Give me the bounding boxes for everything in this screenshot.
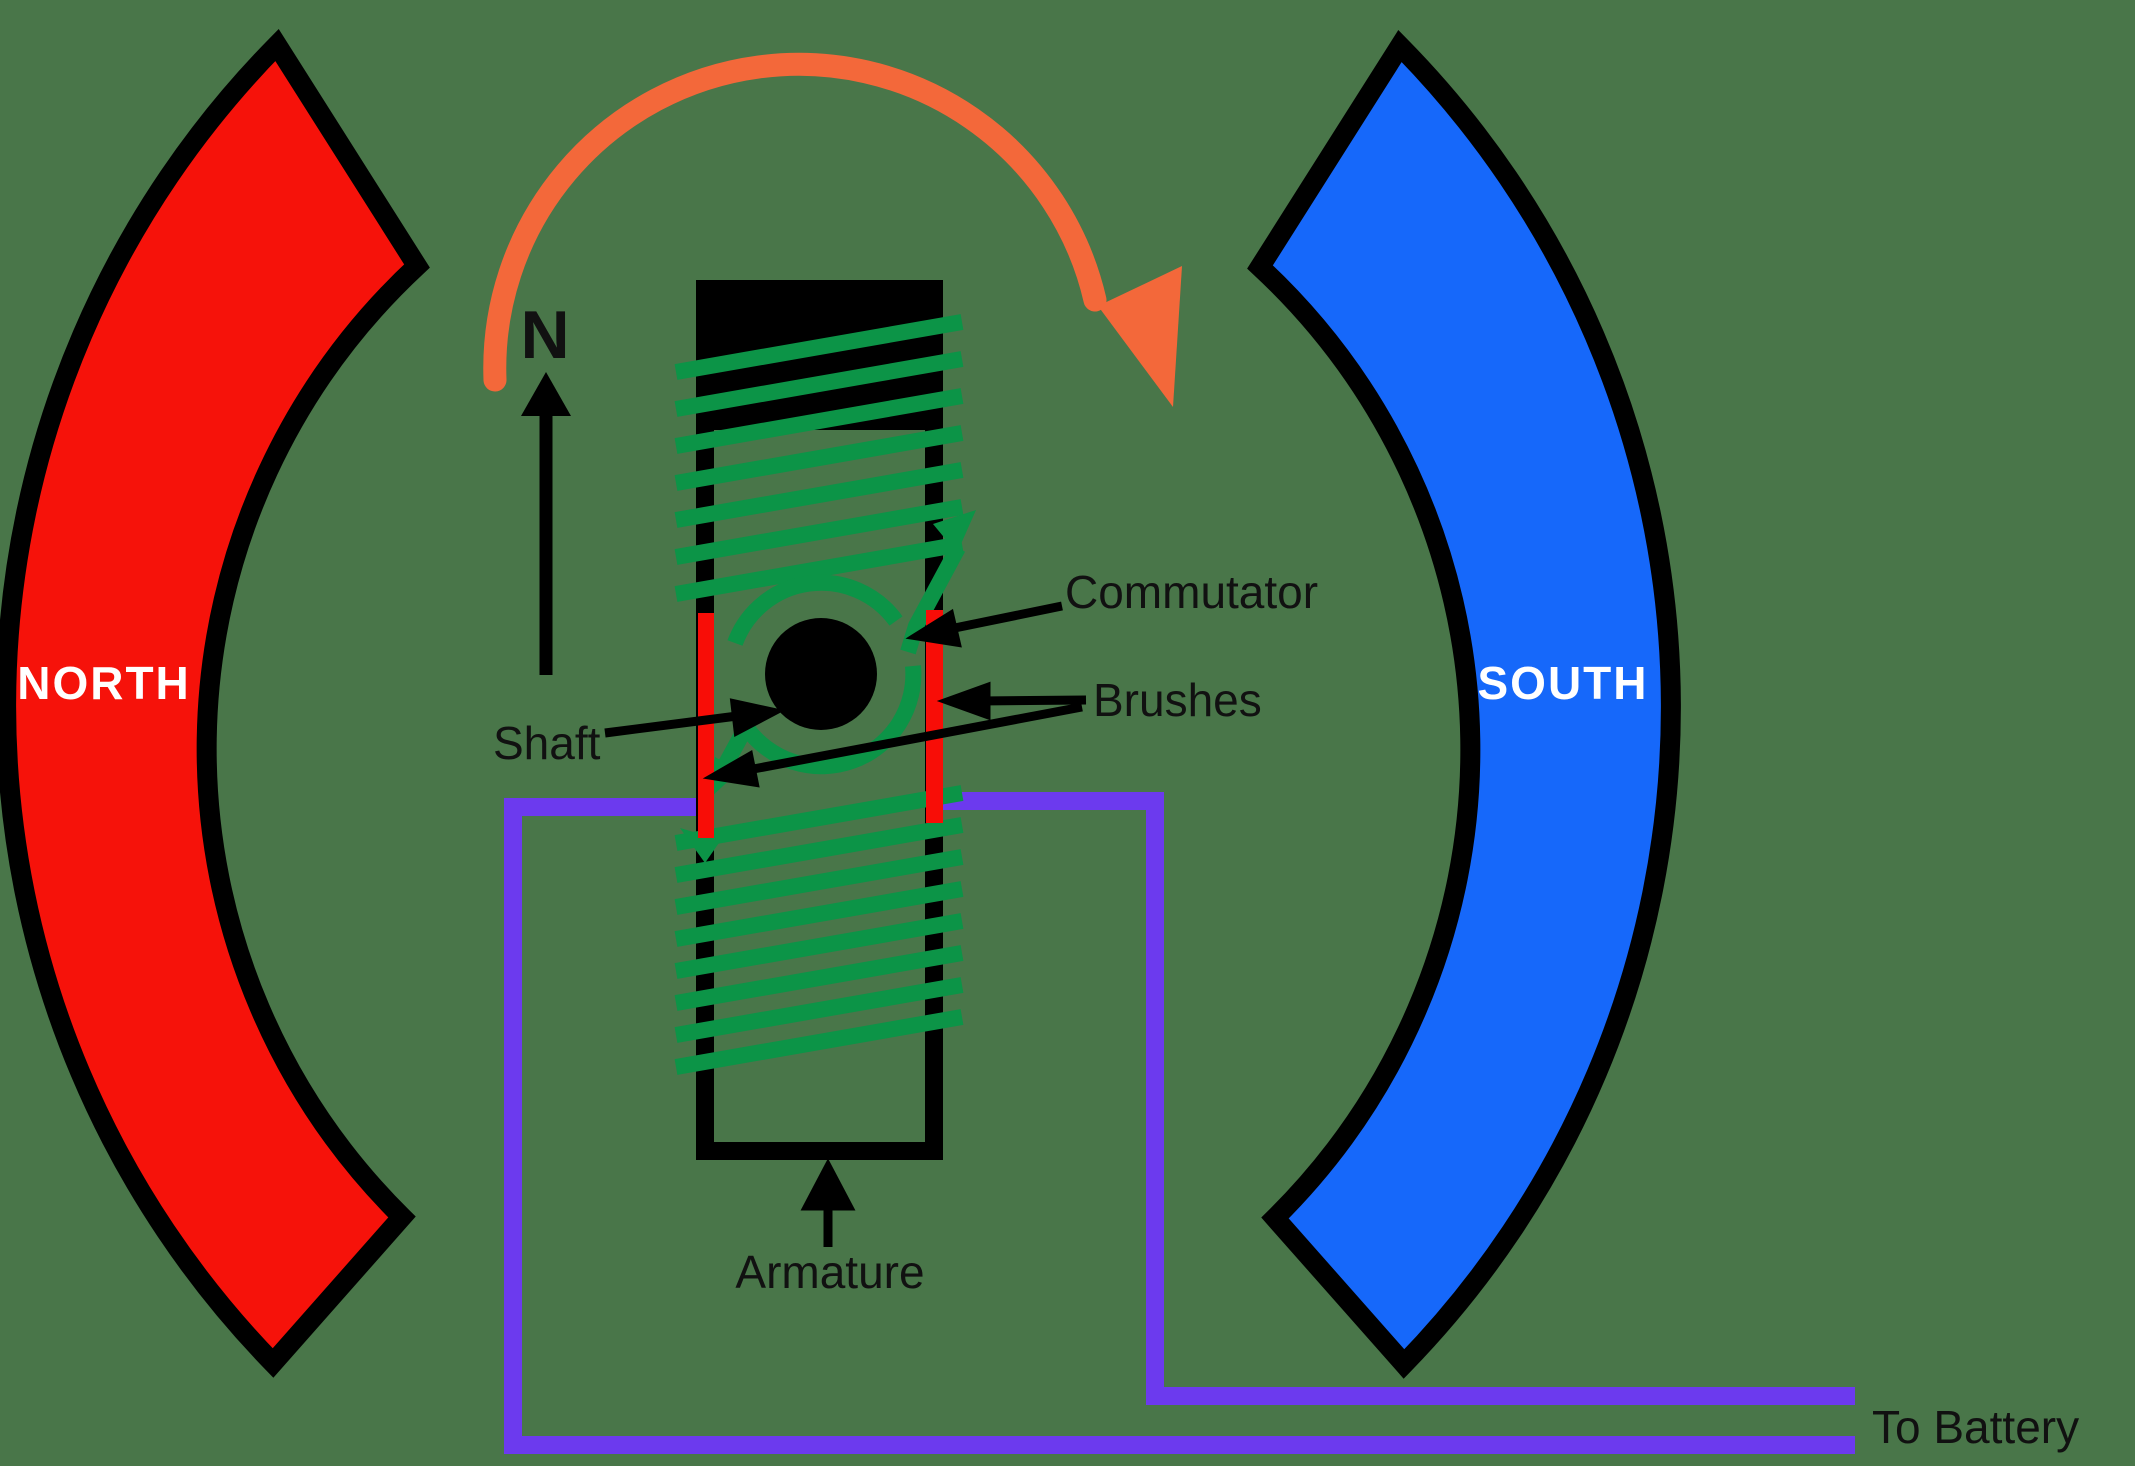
rotation-arrow — [483, 52, 1107, 392]
north-magnet — [0, 29, 430, 1378]
to-battery-label: To Battery — [1872, 1401, 2079, 1453]
right-brush-wire — [933, 792, 1855, 1405]
brushes-arrowhead-left-icon — [702, 749, 760, 788]
coil-to-commutator-link — [900, 544, 966, 655]
commutator-arrow-line — [939, 601, 1063, 636]
ring-arc-top-left — [727, 574, 903, 646]
brushes-arrowhead-right-icon — [936, 681, 991, 721]
field-direction-arrow — [521, 372, 571, 675]
north-label: NORTH — [17, 657, 191, 709]
upper-coil — [674, 314, 966, 655]
field-arrowhead-icon — [521, 372, 571, 416]
coil-arrowhead-upper-icon — [933, 510, 976, 553]
south-magnet — [1247, 30, 1681, 1379]
brushes-arrow-right-line — [979, 695, 1087, 706]
shaft-circle — [765, 618, 877, 730]
right-commutator-bar — [926, 610, 943, 823]
left-brush-wire — [504, 798, 1855, 1454]
armature-label: Armature — [735, 1246, 924, 1298]
label-arrows — [604, 601, 1087, 1247]
commutator-bars — [698, 610, 943, 838]
shaft-arrow-line — [604, 710, 746, 738]
shaft-label: Shaft — [493, 717, 601, 769]
field-direction-label: N — [520, 297, 569, 373]
coil-windings — [674, 314, 966, 1075]
rotation-arrow-arc — [483, 52, 1107, 392]
south-label: SOUTH — [1478, 657, 1649, 709]
commutator-arrowhead-icon — [905, 608, 962, 648]
lower-coil-arrowhead-icon — [680, 828, 721, 863]
lower-coil — [674, 785, 964, 1075]
armature-arrowhead-icon — [800, 1158, 856, 1211]
brushes-arrow-left-line — [747, 702, 1083, 775]
shaft-arrowhead-icon — [729, 698, 786, 738]
battery-wires — [504, 792, 1855, 1454]
ring-arc-bottom-right — [739, 665, 922, 775]
commutator-label: Commutator — [1065, 566, 1318, 618]
rotation-arrow-head — [1098, 266, 1182, 407]
brushes-label: Brushes — [1093, 674, 1262, 726]
left-commutator-bar — [698, 613, 714, 838]
